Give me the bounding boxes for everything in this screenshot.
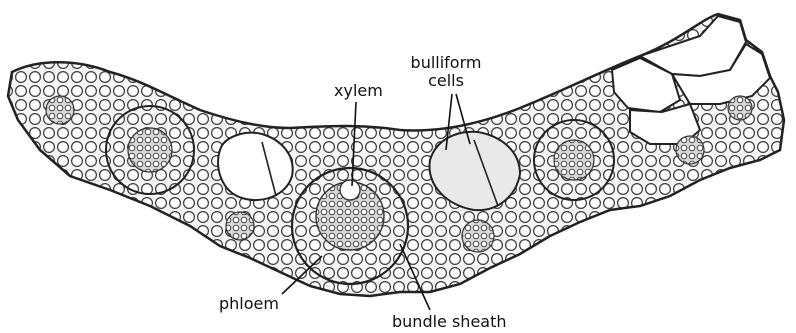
bulliform-cells-label: bulliform cells (408, 54, 484, 90)
bulliform-label-line1: bulliform (408, 54, 484, 72)
bundle-sheath-label: bundle sheath (392, 313, 507, 331)
phloem-label: phloem (219, 295, 279, 313)
xylem-label: xylem (334, 82, 383, 100)
bulliform-label-line2: cells (408, 72, 484, 90)
